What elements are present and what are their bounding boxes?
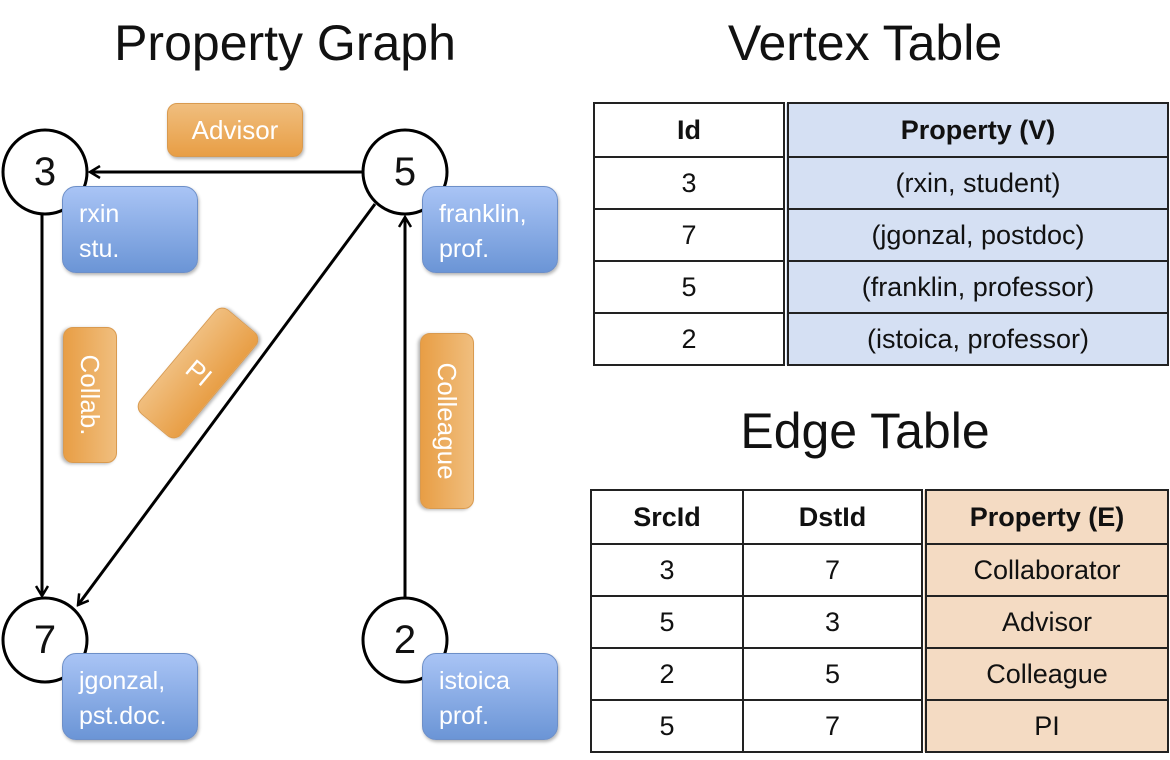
header-id: Id xyxy=(593,102,787,158)
vertex-7-property: jgonzal,pst.doc. xyxy=(62,653,198,740)
header-property-e: Property (E) xyxy=(921,489,1169,545)
vertex-5-id: 5 xyxy=(393,150,417,194)
vertex-2-id: 2 xyxy=(393,618,417,662)
edge-label-colleague: Colleague xyxy=(420,333,474,509)
vertex-3-id: 3 xyxy=(33,150,57,194)
header-dstid: DstId xyxy=(742,489,925,545)
header-property-v: Property (V) xyxy=(783,102,1169,158)
header-srcid: SrcId xyxy=(590,489,744,545)
table-row: 5(franklin, professor) xyxy=(593,260,1169,314)
vertex-7-id: 7 xyxy=(33,618,57,662)
edge-label-collab: Collab. xyxy=(63,327,117,463)
table-row: 2(istoica, professor) xyxy=(593,312,1169,366)
table-row: 3(rxin, student) xyxy=(593,156,1169,210)
vertex-5-property: franklin,prof. xyxy=(422,186,558,273)
table-row: 7(jgonzal, postdoc) xyxy=(593,208,1169,262)
edge-table-title: Edge Table xyxy=(740,403,990,459)
graph-title: Property Graph xyxy=(114,15,456,71)
edge-label-advisor: Advisor xyxy=(167,103,303,157)
vertex-table-title: Vertex Table xyxy=(727,15,1003,71)
edge-5-7 xyxy=(78,203,377,605)
